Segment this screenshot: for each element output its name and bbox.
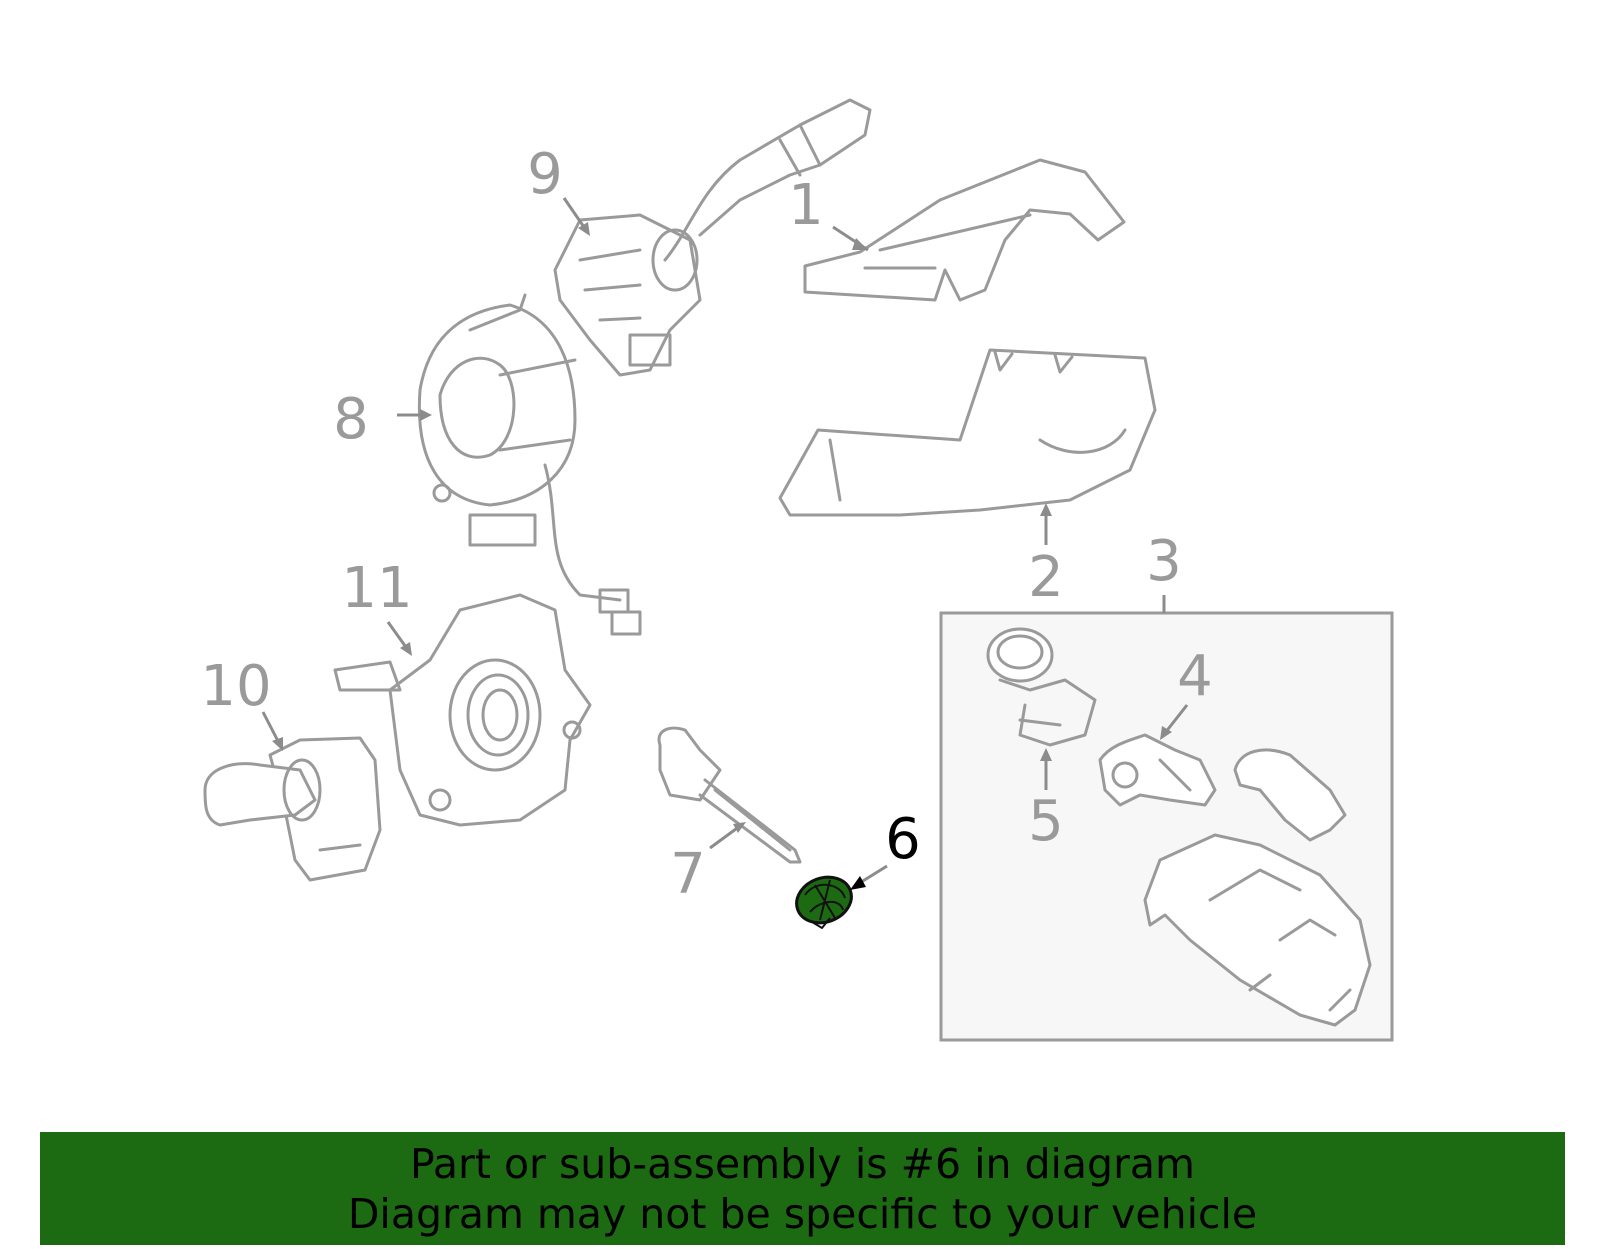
banner-line-2: Diagram may not be specific to your vehi… [347,1189,1258,1238]
part-8-clock-spring [417,293,642,636]
banner-line-1: Part or sub-assembly is #6 in diagram [410,1139,1195,1188]
part-9-combination-switch [553,98,872,377]
part-5-ignition-switch [986,627,1097,747]
part-2-lower-column-cover [778,348,1157,517]
callout-10: 10 [200,654,271,719]
part-11-switch-housing [333,593,592,827]
callout-8: 8 [333,387,369,452]
callout-9: 9 [527,142,563,207]
part-6-retainer-highlighted [795,875,853,930]
callout-6: 6 [885,807,921,872]
info-banner: Part or sub-assembly is #6 in diagram Di… [40,1132,1565,1245]
part-7-key-blade [657,726,802,864]
part-1-upper-column-cover [803,158,1126,302]
callout-1: 1 [788,173,824,238]
callout-5: 5 [1028,789,1064,854]
part-3-lock-cylinder-kit-box [939,611,1394,1042]
part-10-light-switch [203,736,382,882]
callout-3: 3 [1146,529,1182,594]
callout-11: 11 [341,556,412,621]
part-3-cap [1233,748,1347,842]
callout-4: 4 [1177,644,1213,709]
part-3-lock-housing [1143,833,1372,1027]
part-4-lock-assembly [1098,733,1217,807]
leader-lines [261,197,1189,890]
callout-7: 7 [670,842,706,907]
callout-2: 2 [1028,545,1064,610]
